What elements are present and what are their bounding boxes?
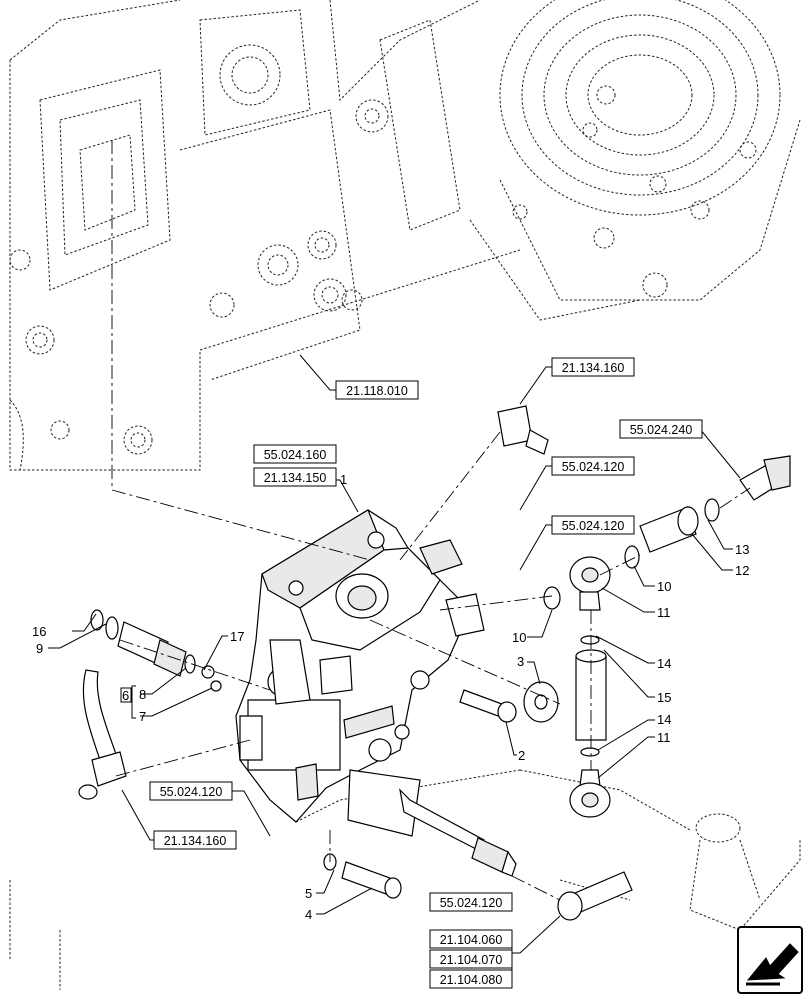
callout-16: 16: [32, 624, 46, 639]
ref-55-024-120-c: 55.024.120: [160, 785, 223, 799]
center-lines: [111, 140, 751, 901]
ref-21-104-060: 21.104.060: [440, 933, 503, 947]
leader-lines: [48, 354, 741, 988]
reference-boxes: 21.118.010 21.134.160 55.024.240 55.024.…: [149, 357, 703, 989]
ref-21-104-080: 21.104.080: [440, 973, 503, 987]
ref-55-024-120-a: 55.024.120: [562, 460, 625, 474]
callout-7: 7: [139, 709, 146, 724]
left-hose-assembly: [78, 669, 127, 800]
transmission-housing-ghost: [9, 0, 801, 990]
washer-item-3: [523, 681, 559, 723]
callout-12: 12: [735, 563, 749, 578]
ref-21-104-070: 21.104.070: [440, 953, 503, 967]
ref-21-134-160-top: 21.134.160: [562, 361, 625, 375]
bolt-item-2: [459, 689, 517, 723]
ref-21-134-150: 21.134.150: [264, 471, 327, 485]
callout-2: 2: [518, 748, 525, 763]
callout-5: 5: [305, 886, 312, 901]
arrow-back-icon[interactable]: [737, 926, 803, 994]
callout-13: 13: [735, 542, 749, 557]
callout-6: 6: [122, 688, 129, 703]
callout-1: 1: [340, 472, 347, 487]
ref-55-024-120-b: 55.024.120: [562, 519, 625, 533]
pin-assembly: [557, 871, 633, 921]
callout-11-lower: 11: [657, 730, 671, 745]
ref-55-024-120-d: 55.024.120: [440, 896, 503, 910]
callout-8: 8: [139, 687, 146, 702]
callout-9: 9: [36, 641, 43, 656]
ref-55-024-160: 55.024.160: [264, 448, 327, 462]
callout-11-upper: 11: [657, 605, 671, 620]
left-pressure-fitting: [90, 609, 222, 692]
upper-fitting: [497, 405, 549, 455]
callout-10-lower: 10: [512, 630, 526, 645]
banjo-bolt-item-12: [639, 498, 720, 553]
callout-4: 4: [305, 907, 312, 922]
callout-3: 3: [517, 654, 524, 669]
ref-21-134-160-bottom: 21.134.160: [164, 834, 227, 848]
valve-body: [235, 509, 485, 823]
ref-55-024-240: 55.024.240: [630, 423, 693, 437]
callout-15: 15: [657, 690, 671, 705]
pressure-sensor: [739, 455, 791, 501]
item-callouts: 1 2 3 4 5 6 7 8 9 10 10 11 11 12 13 14 1…: [32, 472, 749, 922]
callout-14-lower: 14: [657, 712, 671, 727]
banjo-pipe-assembly: [543, 545, 640, 818]
ref-21-118-010: 21.118.010: [346, 384, 408, 398]
bolt-item-4: [323, 853, 402, 899]
lower-solenoid-cable: [347, 769, 517, 877]
callout-10-upper: 10: [657, 579, 671, 594]
callout-14-upper: 14: [657, 656, 671, 671]
callout-17: 17: [230, 629, 244, 644]
